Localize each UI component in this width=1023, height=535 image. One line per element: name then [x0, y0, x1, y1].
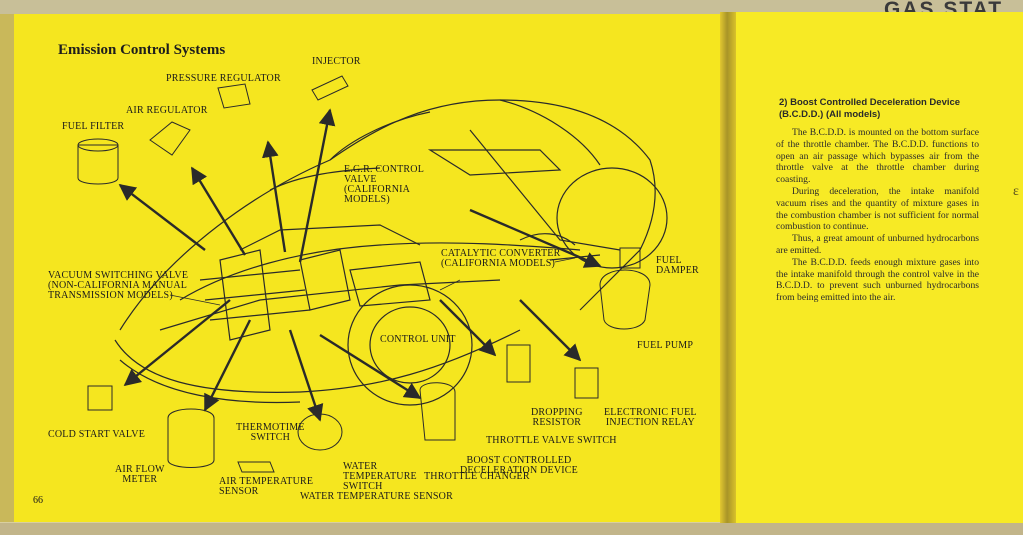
- label-egr-control-valve: E.G.R. CONTROL VALVE (CALIFORNIA MODELS): [344, 164, 425, 205]
- label-throttle-valve-switch: THROTTLE VALVE SWITCH: [486, 435, 617, 446]
- label-injector: INJECTOR: [312, 56, 361, 67]
- engine-bay-diagram: [77, 75, 668, 473]
- paragraph: The B.C.D.D. is mounted on the bottom su…: [776, 127, 979, 186]
- section-title: Emission Control Systems: [58, 42, 226, 58]
- paragraph: During deceleration, the intake manifold…: [776, 185, 979, 233]
- label-control-unit: CONTROL UNIT: [380, 334, 456, 345]
- label-bcdd: BOOST CONTROLLED DECELERATION DEVICE: [460, 455, 578, 476]
- label-fuel-filter: FUEL FILTER: [62, 121, 125, 132]
- label-leaders: [169, 257, 576, 306]
- leader-arrows: [118, 108, 602, 422]
- body-text: The B.C.D.D. is mounted on the bottom su…: [776, 127, 979, 304]
- label-air-regulator: AIR REGULATOR: [126, 105, 208, 116]
- label-air-temperature-sensor: AIR TEMPERATURE SENSOR: [219, 476, 314, 497]
- label-dropping-resistor: DROPPING RESISTOR: [531, 407, 583, 428]
- book-gutter: [720, 12, 736, 524]
- label-water-temperature-sensor: WATER TEMPERATURE SENSOR: [300, 491, 453, 502]
- label-throttle-changer: THROTTLE CHANGER: [424, 471, 530, 482]
- label-water-temperature-switch: WATER TEMPERATURE SWITCH: [343, 461, 417, 492]
- label-efi-relay: ELECTRONIC FUEL INJECTION RELAY: [604, 407, 697, 428]
- section-subheading: 2) Boost Controlled Deceleration Device …: [779, 97, 961, 120]
- car-body-outline: [114, 99, 668, 406]
- right-page: [736, 12, 1023, 524]
- label-thermotime-switch: THERMOTIME SWITCH: [236, 422, 305, 443]
- paragraph: Thus, a great amount of unburned hydroca…: [776, 233, 979, 256]
- label-cold-start-valve: COLD START VALVE: [48, 429, 146, 440]
- scan-background-top: [0, 0, 1023, 14]
- label-pressure-regulator: PRESSURE REGULATOR: [166, 73, 281, 84]
- page-number: 66: [33, 495, 43, 506]
- label-air-flow-meter: AIR FLOW METER: [115, 464, 165, 485]
- label-vacuum-switching-valve: VACUUM SWITCHING VALVE (NON-CALIFORNIA M…: [48, 270, 189, 301]
- label-fuel-pump: FUEL PUMP: [637, 340, 694, 351]
- book-fore-edge: [0, 14, 14, 522]
- component-sketches: [77, 75, 651, 473]
- label-fuel-damper: FUEL DAMPER: [656, 255, 699, 276]
- paragraph: The B.C.D.D. feeds enough mixture gases …: [776, 256, 979, 304]
- scan-background-bottom: [0, 523, 1023, 535]
- label-catalytic-converter: CATALYTIC CONVERTER (CALIFORNIA MODELS): [441, 248, 561, 269]
- edge-mark: ε: [1013, 184, 1019, 199]
